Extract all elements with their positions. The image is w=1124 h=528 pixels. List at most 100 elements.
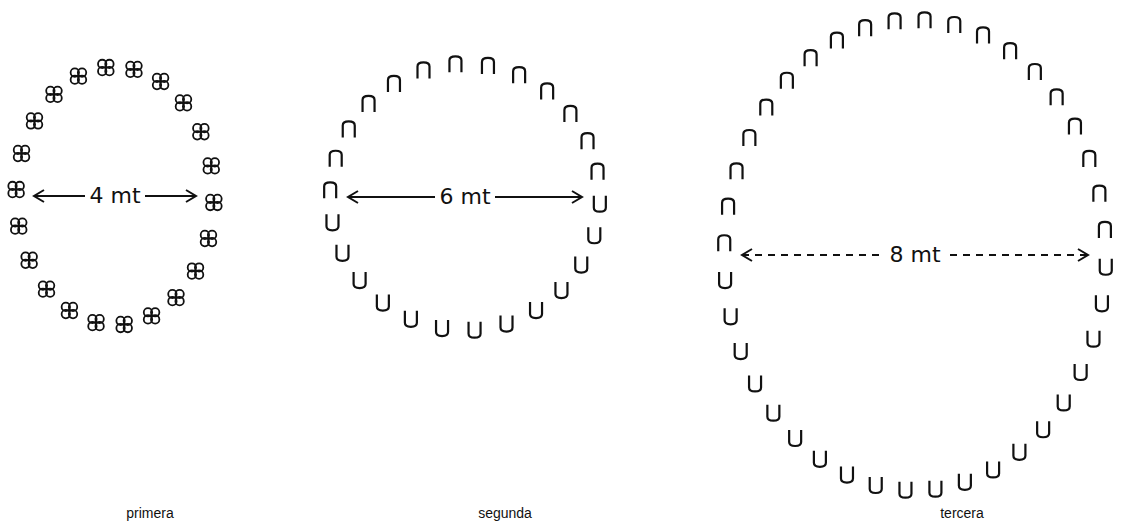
seat-symbol (541, 83, 553, 99)
seat-symbol (363, 96, 375, 112)
seat-symbol (731, 163, 743, 179)
flower-symbol (188, 263, 204, 279)
seat-symbol (330, 151, 342, 167)
arrow-head (348, 191, 358, 203)
seat-symbol (1013, 444, 1025, 460)
seat-symbol (987, 461, 999, 477)
seat-symbol (336, 245, 348, 261)
seat-symbol (405, 311, 417, 327)
flower-symbol (8, 182, 24, 198)
seat-symbol (555, 282, 567, 298)
seat-symbol (469, 322, 481, 338)
seat-symbol (805, 50, 817, 66)
flower-symbol (144, 308, 160, 324)
seat-symbol (594, 196, 606, 212)
seat-symbol (1069, 119, 1081, 135)
seat-symbol (1037, 421, 1049, 437)
flower-symbol (62, 303, 78, 319)
seat-symbol (354, 272, 366, 288)
seat-symbol (889, 13, 901, 29)
flower-symbol (39, 281, 55, 297)
arrow-head (1078, 249, 1088, 261)
seat-symbol (781, 73, 793, 89)
seat-symbol (388, 76, 400, 92)
seat-symbol (749, 375, 761, 391)
seat-symbol (735, 343, 747, 359)
seat-symbol (343, 121, 355, 137)
circle-group: 8 mt (712, 8, 1118, 502)
seat-symbol (760, 100, 772, 116)
flower-symbol (203, 158, 219, 174)
seat-symbol (417, 62, 429, 78)
flower-symbol (168, 290, 184, 306)
seat-symbol (841, 467, 853, 483)
seat-symbol (326, 214, 338, 230)
seat-symbol (767, 405, 779, 421)
seat-symbol (324, 182, 336, 198)
seat-symbol (789, 430, 801, 446)
seat-symbol (482, 58, 494, 74)
seat-symbol (530, 302, 542, 318)
seat-symbol (1083, 151, 1095, 167)
flower-symbol (46, 87, 62, 103)
seat-symbol (1087, 331, 1099, 347)
arrow-head (572, 191, 582, 203)
seat-symbol (722, 199, 734, 215)
flower-symbol (11, 218, 27, 234)
seat-symbol (582, 133, 594, 149)
dimension-label: 6 mt (435, 185, 494, 209)
dimension-label: 8 mt (885, 243, 944, 267)
seat-symbol (1051, 89, 1063, 105)
seat-symbol (588, 227, 600, 243)
seat-symbol (959, 474, 971, 490)
seat-symbol (436, 320, 448, 336)
seat-symbol (564, 106, 576, 122)
flower-symbol (126, 62, 142, 78)
flower-symbol (27, 113, 43, 129)
circle-group: 6 mt (318, 52, 612, 342)
seat-symbol (1100, 259, 1112, 275)
arrow-head (186, 190, 196, 202)
seat-symbol (718, 235, 730, 251)
seat-symbol (592, 164, 604, 180)
dimension-label: 4 mt (85, 184, 144, 208)
flower-symbol (14, 146, 30, 162)
seat-symbol (1075, 364, 1087, 380)
seat-symbol (1029, 64, 1041, 80)
seat-symbol (899, 482, 911, 498)
seat-symbol (501, 316, 513, 332)
flower-symbol (71, 68, 87, 84)
seat-symbol (977, 27, 989, 43)
flower-symbol (153, 74, 169, 90)
seat-symbol (831, 33, 843, 49)
seat-symbol (929, 481, 941, 497)
seat-symbol (814, 451, 826, 467)
seat-symbol (449, 56, 461, 72)
figure-caption: tercera (940, 505, 984, 521)
seat-symbol (870, 477, 882, 493)
seat-symbol (743, 130, 755, 146)
arrow-head (34, 190, 44, 202)
seat-symbol (919, 12, 931, 28)
flower-symbol (21, 252, 37, 268)
flower-symbol (206, 195, 222, 211)
circle-group: 4 mt (4, 55, 226, 337)
flower-symbol (201, 231, 217, 247)
figure-caption: segunda (478, 505, 532, 521)
seat-symbol (1099, 222, 1111, 238)
seat-symbol (575, 257, 587, 273)
seat-symbol (725, 308, 737, 324)
flower-symbol (88, 315, 104, 331)
seat-symbol (513, 67, 525, 83)
seat-symbol (859, 20, 871, 36)
seat-symbol (377, 295, 389, 311)
seat-symbol (1004, 43, 1016, 59)
seat-symbol (1093, 186, 1105, 202)
flower-symbol (98, 60, 114, 76)
flower-symbol (176, 95, 192, 111)
seat-symbol (719, 272, 731, 288)
arrow-head (742, 249, 752, 261)
seat-symbol (1058, 394, 1070, 410)
seat-symbol (1096, 295, 1108, 311)
seat-symbol (948, 17, 960, 33)
